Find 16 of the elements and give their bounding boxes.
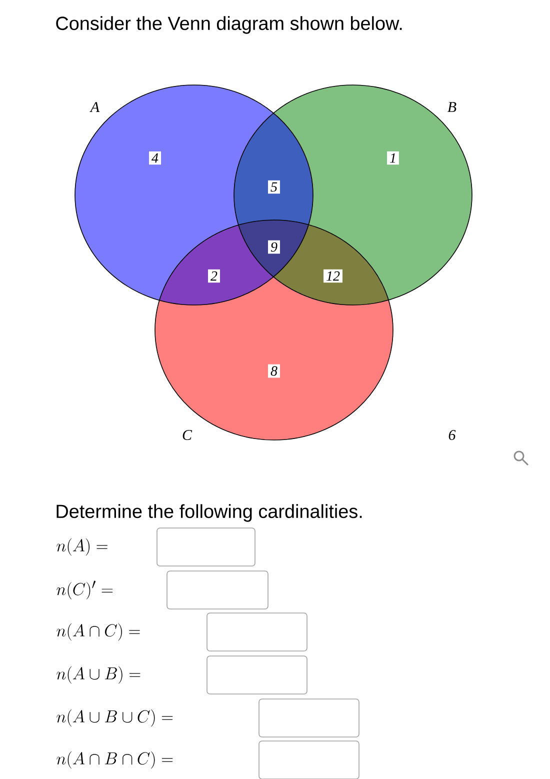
cardinality-formula: $n(A\cup B\cup C) =$ bbox=[56, 709, 173, 727]
instruction-text: Determine the following cardinalities. bbox=[56, 504, 362, 522]
count-box: 1 bbox=[387, 151, 399, 165]
count-box: 9 bbox=[268, 240, 280, 254]
count-box: 5 bbox=[268, 180, 280, 194]
count-box: 12 bbox=[324, 269, 342, 283]
cardinality-formula: $n(A\cup B) =$ bbox=[56, 666, 140, 684]
cardinality-formula: $n(A) =$ bbox=[56, 538, 108, 556]
count-box: 8 bbox=[268, 364, 280, 378]
cardinality-formula: $n(C)' =$ bbox=[56, 580, 113, 600]
title: Consider the Venn diagram shown below. bbox=[56, 16, 402, 34]
count-box: 2 bbox=[208, 269, 220, 283]
cardinality-formula: $n(A\cap C) =$ bbox=[56, 623, 140, 641]
region-count: 6 bbox=[448, 430, 456, 440]
cardinality-formula: $n(A\cap B\cap C) =$ bbox=[56, 751, 173, 769]
count-box: 4 bbox=[149, 151, 161, 165]
